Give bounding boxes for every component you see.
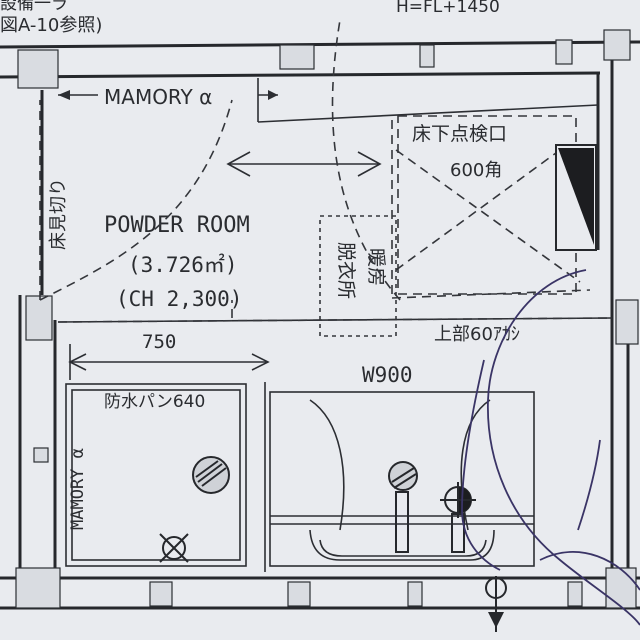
ceiling-height: (CH 2,300) (116, 287, 242, 311)
valve-icon (159, 533, 189, 563)
column-block (407, 581, 423, 607)
width-arrow (226, 151, 382, 177)
column-block (605, 567, 637, 609)
column-block (567, 581, 583, 607)
partitions (57, 78, 613, 572)
structural-blocks (15, 29, 639, 609)
dressing-heating-box (319, 215, 397, 337)
column-block (555, 39, 573, 65)
heater-panel (555, 144, 597, 251)
heating-label: 暖房 (365, 248, 387, 286)
pen-annotations (461, 269, 640, 626)
vanity-width-label: W900 (362, 363, 413, 387)
room-name: POWDER ROOM (104, 213, 250, 238)
bottom-symbol (485, 576, 507, 632)
inspection-hatch-outline (397, 115, 577, 295)
door-swing-arc (39, 99, 233, 301)
column-block (149, 581, 173, 607)
mixer-tap-icon (440, 482, 476, 553)
column-block (279, 44, 315, 70)
mamory-side-label: MAMORY α (68, 448, 88, 530)
mamory-top-label: MAMORY α (104, 85, 212, 109)
header-partial-text: 設備一ラ (0, 0, 68, 14)
floor-cut-label: 床見切り (48, 178, 69, 250)
column-block (419, 44, 435, 68)
washer-pan (65, 383, 247, 567)
height-note: H=FL+1450 (396, 0, 500, 17)
inspection-hatch-size: 600角 (450, 160, 502, 181)
column-block (287, 581, 311, 607)
vanity-unit (269, 391, 535, 567)
column-block (17, 49, 59, 89)
column-block (33, 447, 49, 463)
door-swing-arc (331, 19, 401, 301)
reference-note: 図A-10参照) (0, 15, 102, 36)
room-area: (3.726㎡) (128, 253, 238, 277)
faucet-icon (388, 461, 418, 553)
dimension-750: 750 (142, 331, 176, 353)
column-block (603, 29, 631, 61)
dimension-750-line (68, 344, 270, 380)
upper-note: 上部60ｱｶｼ (434, 324, 520, 345)
drain-icon (192, 456, 230, 494)
column-block (615, 299, 639, 345)
washer-pan-label: 防水パン640 (104, 392, 205, 412)
dressing-area-label: 脱衣所 (335, 242, 357, 299)
column-block (25, 295, 53, 341)
dashed-lines (39, 100, 613, 323)
column-block (15, 567, 61, 609)
inspection-hatch-label: 床下点検口 (412, 123, 507, 145)
walls (0, 40, 640, 610)
